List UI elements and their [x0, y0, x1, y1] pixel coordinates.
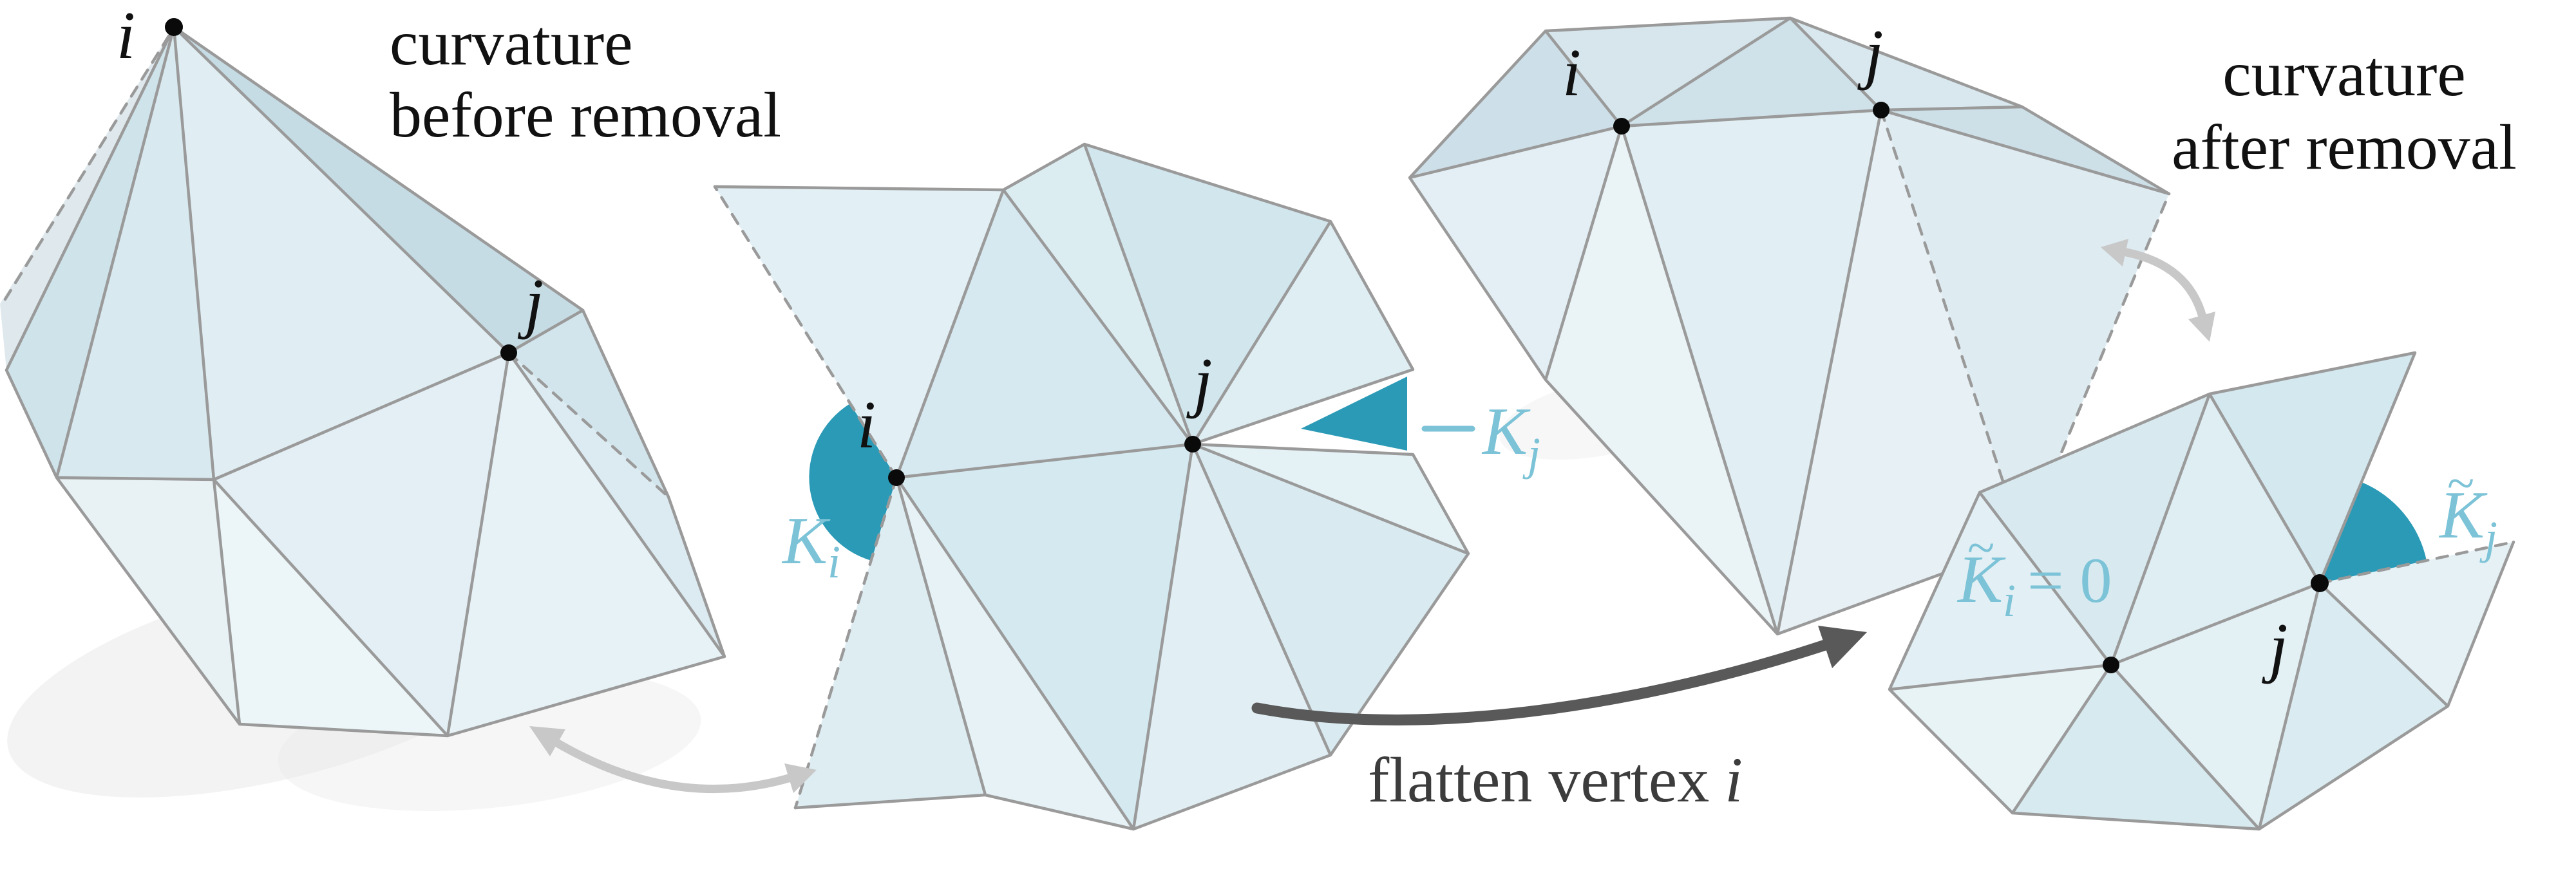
mesh-face — [715, 187, 1003, 478]
mesh-face — [1889, 665, 2111, 813]
swap-arrow-right-head-start — [2101, 239, 2128, 266]
vertex-i-dot — [165, 18, 183, 36]
mesh-edges-solid — [5, 25, 726, 738]
mesh-edges-solid — [1408, 16, 2171, 636]
mesh-face — [6, 27, 174, 478]
mesh-face — [1084, 144, 1331, 444]
mesh-face — [1889, 492, 2111, 689]
vertex-j-dot — [1873, 102, 1889, 118]
vertex-i-dot — [1613, 118, 1630, 135]
mesh-face — [896, 190, 1193, 478]
vertex-i-label: i — [1562, 35, 1581, 110]
mesh-face — [2111, 394, 2320, 665]
vertex-j-dot — [2311, 574, 2329, 592]
mesh-face — [795, 478, 985, 808]
swap-arrow-left-shaft — [548, 736, 795, 793]
vertex-j-dot — [1184, 436, 1201, 453]
panel-before-flat: i j Ki Kj — [713, 142, 1540, 831]
swap-arrow-right-head-end — [2188, 312, 2215, 342]
mesh-edges-solid — [1888, 351, 2515, 831]
mesh-face — [1133, 444, 1331, 829]
swap-arrow-left-head-start — [529, 726, 565, 756]
swap-arrow-right — [2101, 239, 2215, 342]
mesh-edges-solid — [713, 142, 1470, 831]
swap-arrow-left-head-end — [784, 763, 817, 793]
vertex-i-dot — [2103, 657, 2119, 673]
caption-before: curvature before removal — [390, 7, 781, 151]
caption-after-line1: curvature — [2222, 38, 2466, 109]
mesh-face — [57, 27, 214, 480]
curvature-wedge-j — [1301, 377, 1407, 451]
mesh-face — [1980, 394, 2210, 665]
mesh-face — [174, 27, 509, 480]
mesh-face — [1193, 221, 1413, 444]
mesh-face — [1546, 126, 1777, 634]
mesh-face — [1410, 31, 1622, 178]
panel-before-3d: i j — [0, 0, 726, 738]
mesh-face — [1003, 144, 1193, 444]
swap-arrow-right-shaft — [2122, 248, 2207, 321]
vertex-i-label: i — [857, 387, 876, 462]
mesh-edges-dashed — [3, 34, 670, 499]
vertex-i-dot — [888, 469, 905, 486]
mesh-face — [1777, 110, 2023, 634]
mesh-face — [1881, 110, 2169, 544]
curvature-wedge-j-after — [2320, 482, 2427, 583]
mesh-face — [2012, 665, 2259, 829]
caption-after-line2: after removal — [2172, 111, 2517, 183]
flatten-arrow-shaft — [1251, 639, 1831, 725]
panel-after-flat: j ~ Ki= 0 ~ Kj — [1888, 351, 2515, 831]
mesh-edges-dashed — [713, 185, 898, 810]
mesh-face — [1546, 18, 1790, 126]
mesh-face — [174, 27, 583, 353]
kj-after-tilde: ~ — [2447, 455, 2474, 511]
mesh-face — [2259, 583, 2448, 829]
mesh-face — [1410, 126, 1622, 380]
mesh-face — [896, 444, 1193, 829]
vertex-j-dot — [500, 344, 517, 361]
ki-label: Ki — [781, 503, 840, 588]
mesh-face — [2210, 353, 2415, 583]
panel-after-3d: i j — [1408, 15, 2171, 636]
mesh-face — [448, 353, 724, 736]
mesh-face — [1622, 110, 1881, 634]
caption-before-line1: curvature — [390, 7, 633, 79]
mesh-face — [2320, 542, 2514, 706]
kj-after-label: Kj — [2438, 477, 2497, 563]
mesh-edges-dashed — [2318, 540, 2515, 585]
ki-after-tilde: ~ — [1967, 519, 1994, 575]
mesh-face — [509, 310, 668, 497]
vertex-i-label: i — [117, 0, 135, 73]
caption-after: curvature after removal — [2172, 38, 2517, 183]
swap-arrow-left — [529, 726, 817, 793]
flatten-arrow-head — [1818, 626, 1867, 668]
caption-before-line2: before removal — [390, 79, 781, 151]
mesh-face — [1193, 444, 1468, 755]
ki-after-label: Ki= 0 — [1956, 541, 2112, 626]
